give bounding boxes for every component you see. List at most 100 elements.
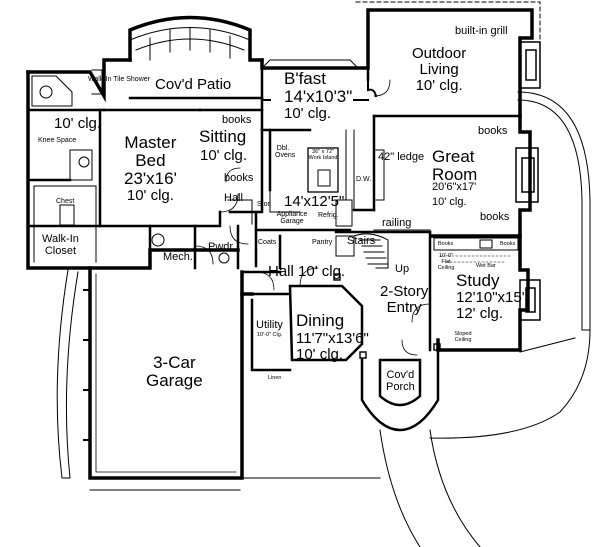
mech-label: Mech.: [163, 251, 193, 263]
study-label: Study: [456, 271, 500, 290]
fireplace-outdoor: [519, 41, 541, 89]
work-island-label: 36" x 72" Work Island: [308, 149, 338, 161]
hall-main-label: Hall 10' clg.: [268, 264, 345, 280]
walkway-front: [379, 429, 481, 547]
refrig-label: Refrig.: [318, 212, 339, 219]
grill-label: built-in grill: [455, 25, 508, 37]
master-bed-name2: Bed: [135, 150, 166, 170]
outdoor-living-clg: 10' clg.: [415, 76, 463, 94]
tub-drain: [39, 85, 53, 99]
outdoor-living-label: Outdoor Living 10' clg.: [412, 46, 466, 93]
work-island: [307, 147, 339, 193]
pwdr-label: Pwdr.: [208, 241, 236, 253]
interior-walls: [26, 58, 522, 432]
shower: [91, 69, 103, 95]
sitting-books-top: books: [222, 114, 252, 126]
great-room-books-top: books: [478, 125, 508, 137]
master-bed-size: 23'x16': [124, 168, 177, 188]
dining-clg: 10' clg.: [296, 346, 344, 363]
study-books-left: Books: [438, 241, 454, 247]
great-room-name2: Room: [432, 164, 478, 184]
study-sloped-ceiling: Sloped Ceiling: [454, 331, 472, 343]
railing-label: railing: [382, 217, 412, 229]
exterior-walls: [26, 8, 534, 480]
wet-bar-sink: [479, 239, 493, 249]
covd-patio-label: Cov'd Patio: [155, 76, 232, 93]
outdoor-living-dashed: [355, 1, 541, 41]
hall-main-name: Hall: [268, 263, 294, 280]
study-books-right: Books: [500, 241, 516, 247]
closet-label: Walk-In Closet: [42, 233, 79, 257]
outdoor-living-name: Outdoor: [412, 45, 467, 62]
closet-chest-label: Chest: [56, 198, 75, 205]
hall-upper-label: Hall: [224, 192, 243, 204]
master-bed-clg: 10' clg.: [126, 186, 174, 204]
island-cooktop: [317, 169, 331, 187]
great-room-clg: 10' clg.: [432, 196, 467, 208]
closet-chest: [59, 204, 75, 226]
walkway-right: [429, 329, 591, 439]
study-wet-bar: [433, 237, 519, 251]
coats-label: Coats: [258, 239, 277, 246]
doors: [194, 79, 431, 356]
dw-label: D.W.: [356, 176, 372, 183]
garage-name2: Garage: [146, 370, 203, 390]
study-flat-ceiling: 10'-0" Flat Ceiling: [437, 253, 455, 271]
patio-pilasters: [149, 27, 231, 61]
hall-closet: [227, 199, 253, 225]
covd-porch-label: Cov'd Porch: [386, 369, 415, 393]
fireplace-study: [519, 279, 541, 321]
driveway-curve-right: [517, 91, 591, 331]
hall-main-clg: 10' clg.: [298, 263, 346, 280]
tub: [31, 75, 73, 107]
bfast-label: B'fast 14'x10'3" 10' clg.: [284, 70, 352, 121]
fireplace-great-room: [515, 147, 539, 203]
closet-name: Walk-In: [42, 233, 79, 245]
outdoor-living-name2: Living: [419, 60, 459, 78]
appliance-garage-label: Appliance Garage: [276, 211, 308, 226]
outdoor-living-wall: [367, 9, 378, 98]
powder-toilet: [218, 252, 230, 264]
driveway-curve-left: [56, 269, 79, 479]
garage-door-side: [83, 289, 91, 441]
stairs-label: Stairs: [347, 235, 376, 247]
bfast-size: 14'x10'3": [284, 86, 353, 106]
bfast-clg: 10' clg.: [284, 104, 332, 122]
bfast-bay: [261, 59, 359, 69]
sitting-books-bottom: books: [224, 172, 254, 184]
knee-space-label: Knee Space: [38, 137, 77, 144]
staircase: [335, 233, 389, 269]
ledge-label: 42" ledge: [378, 151, 425, 163]
great-room-books-bottom: books: [480, 211, 510, 223]
walk-in-shower-label: Walk-In Tile Shower: [88, 76, 150, 83]
master-bed-label: Master Bed 23'x16' 10' clg.: [124, 134, 177, 203]
garage-name: 3-Car: [153, 353, 196, 372]
sitting-clg: 10' clg.: [200, 147, 248, 164]
great-room-size: 20'6"x17': [432, 181, 477, 193]
study-sloped-ceiling: [439, 255, 511, 263]
entry-name: 2-Story: [380, 283, 429, 300]
entry-name2: Entry: [386, 298, 422, 316]
dbl-ovens-label: Dbl. Ovens: [275, 145, 296, 160]
dining-size: 11'7"x13'6": [296, 330, 369, 347]
walkway-bottom: [89, 477, 381, 491]
refrigerator: [335, 199, 353, 227]
pantry-label: Pantry: [312, 239, 333, 246]
kitchen-size: 14'x12'5": [284, 193, 345, 210]
study-clg: 12' clg.: [456, 305, 504, 322]
bfast-name: B'fast: [284, 69, 326, 88]
linen-label: Linen: [268, 375, 282, 381]
ledge-line: [375, 149, 385, 201]
storage-label: Stor.: [257, 201, 272, 208]
master-bed-name: Master: [124, 133, 177, 152]
entry-label: 2-Story Entry: [380, 284, 428, 316]
utility-label: Utility: [256, 319, 283, 331]
sitting-label: Sitting: [199, 127, 247, 146]
master-bath-clg: 10' clg.: [54, 115, 102, 132]
stairs-up-label: Up: [395, 263, 410, 275]
covd-porch-name2: Porch: [386, 380, 415, 393]
garage-inner-line: [95, 273, 237, 473]
toilet: [78, 156, 90, 168]
covd-porch-name: Cov'd: [386, 369, 415, 381]
